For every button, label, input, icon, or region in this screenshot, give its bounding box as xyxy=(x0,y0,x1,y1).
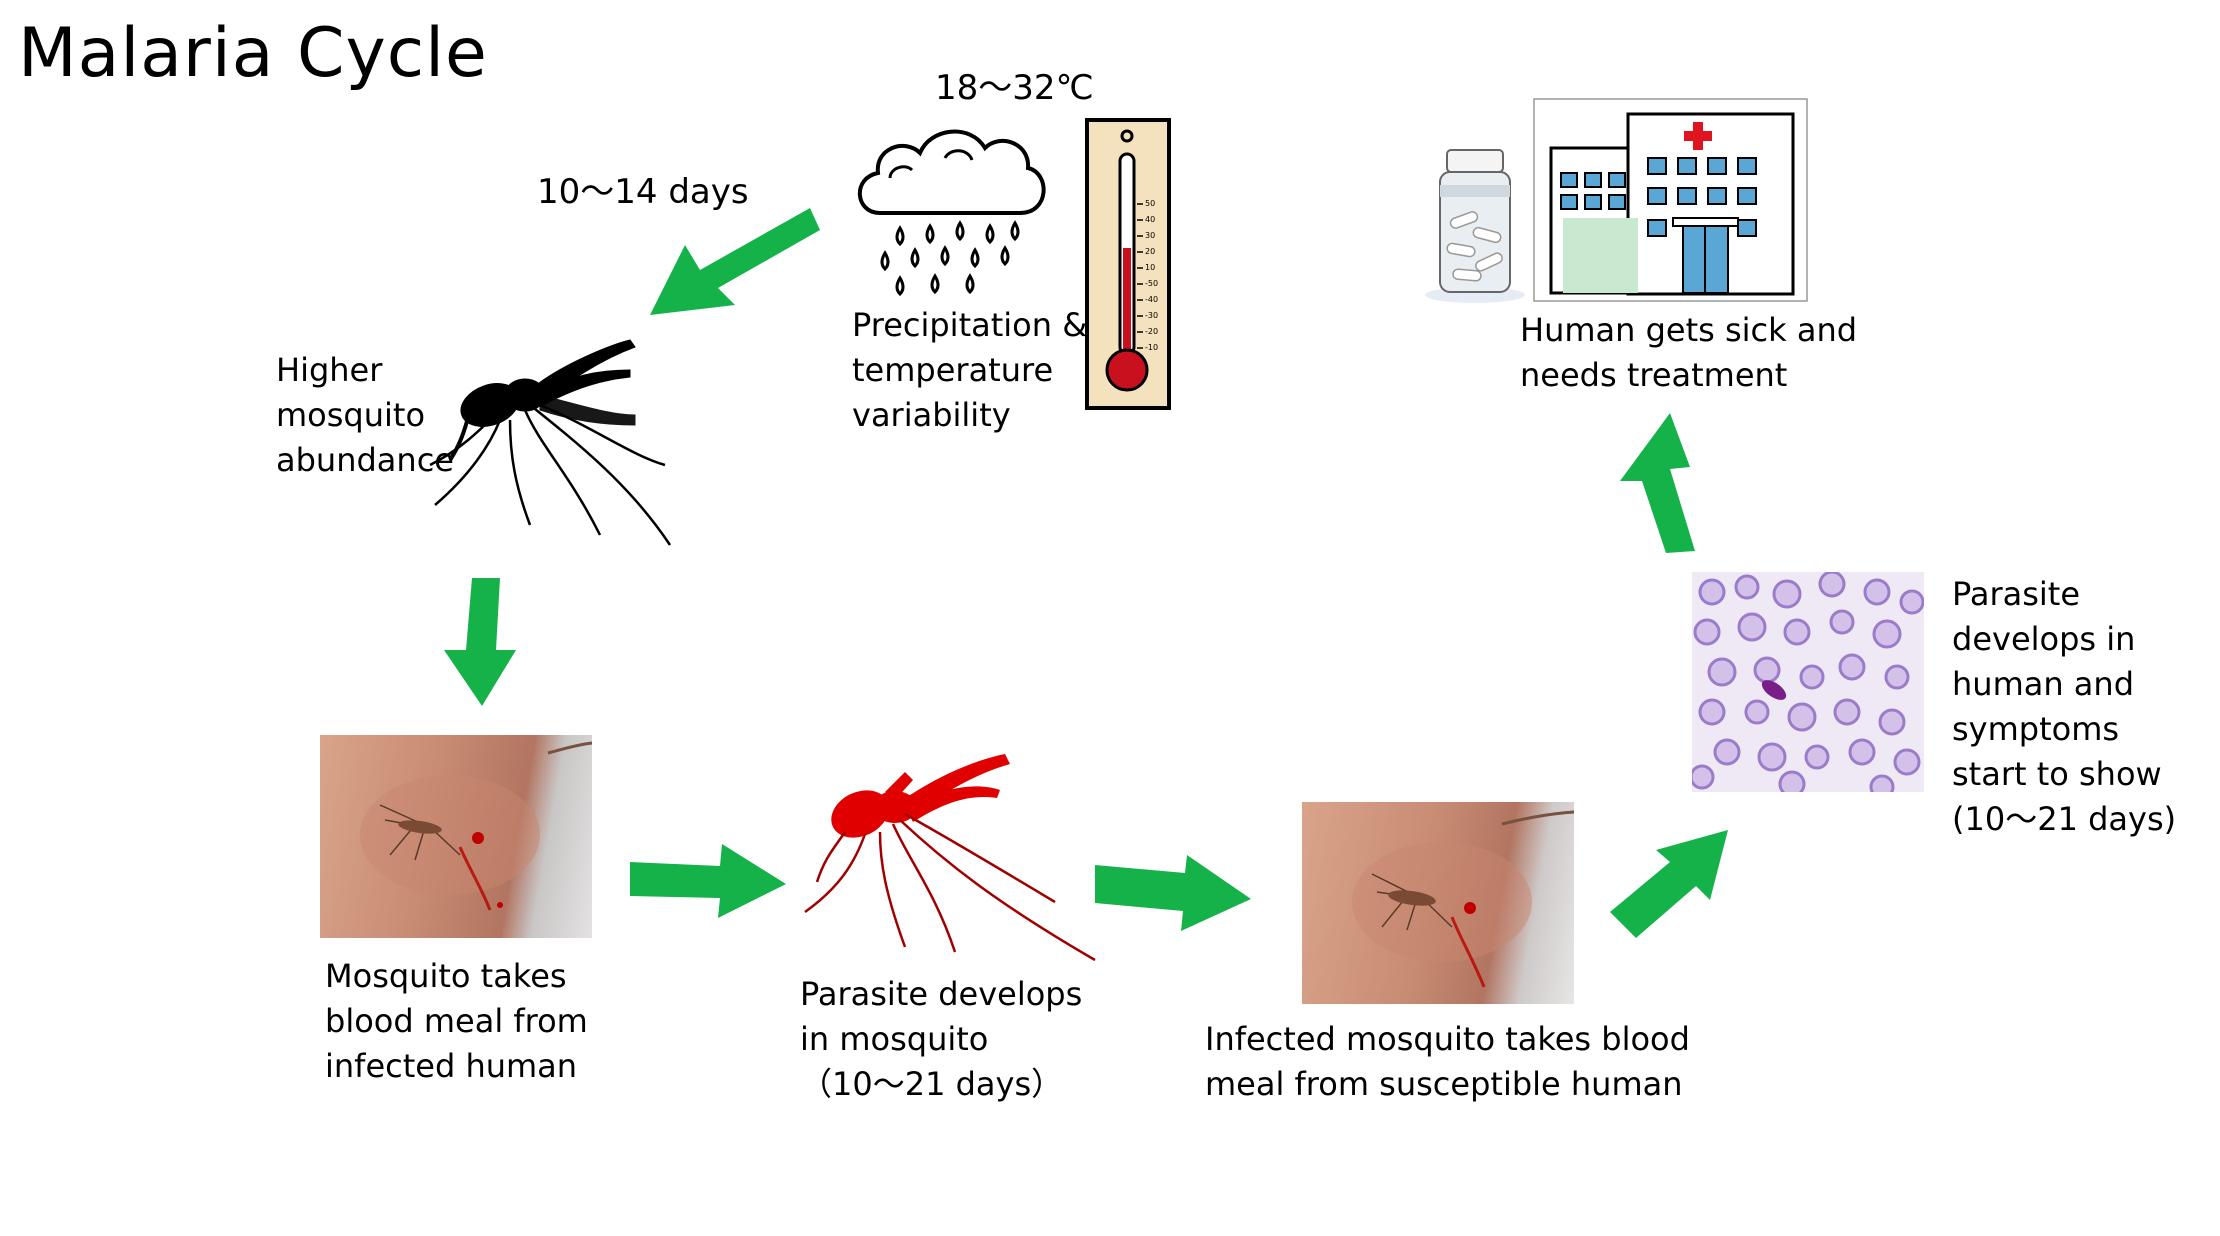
blood-cell xyxy=(1698,578,1726,606)
arrow-bite-to-blood xyxy=(1610,830,1728,938)
blood-cell xyxy=(1753,656,1781,684)
blood-cell xyxy=(1818,572,1846,598)
blood-cell xyxy=(1833,698,1861,726)
blood-cell xyxy=(1878,708,1906,736)
temperature-range-label: 18～32℃ xyxy=(935,68,1094,108)
arrow-climate-to-mosquito xyxy=(650,208,820,315)
blood-cell xyxy=(1772,579,1802,609)
arrow-bite-to-parasite xyxy=(630,844,786,918)
bite-photo-susceptible-human xyxy=(1302,802,1574,1004)
thermometer-tick: 40 xyxy=(1145,215,1155,224)
blood-cell xyxy=(1804,744,1830,770)
blood-cell xyxy=(1734,574,1760,600)
blood-cell xyxy=(1838,653,1866,681)
blood-cell xyxy=(1693,618,1721,646)
mosquito-icon xyxy=(429,339,672,546)
blood-cell xyxy=(1737,612,1767,642)
blood-smear-icon xyxy=(1692,572,1924,792)
thermometer-tick: -10 xyxy=(1145,343,1158,352)
blood-cell xyxy=(1757,742,1787,772)
thermometer-tick: -50 xyxy=(1145,279,1158,288)
blood-cell xyxy=(1744,699,1770,725)
parasite-human-label: Parasite develops in human and symptoms … xyxy=(1952,575,2177,838)
blood-cell xyxy=(1692,764,1715,790)
blood-cell xyxy=(1899,589,1924,615)
thermometer-tick: -20 xyxy=(1145,327,1158,336)
incubation-days-label: 10～14 days xyxy=(537,172,749,212)
blood-cell xyxy=(1707,657,1737,687)
parasite-mosquito-label: Parasite develops in mosquito （10～21 day… xyxy=(800,975,1083,1103)
blood-cell xyxy=(1869,774,1895,792)
blood-cell xyxy=(1783,618,1811,646)
rain-cloud-icon xyxy=(857,129,1046,297)
blood-cell xyxy=(1893,748,1921,776)
blood-cell xyxy=(1787,702,1817,732)
arrow-mosquito-to-bite xyxy=(444,578,516,706)
blood-cell xyxy=(1829,609,1855,635)
thermometer-tick: 20 xyxy=(1145,247,1155,256)
blood-cell xyxy=(1848,738,1876,766)
thermometer-tick: -30 xyxy=(1145,311,1158,320)
parasite-cell xyxy=(1761,680,1787,700)
thermometer-tick: 10 xyxy=(1145,263,1155,272)
diagram-title: Malaria Cycle xyxy=(18,14,488,93)
treatment-label: Human gets sick and needs treatment xyxy=(1520,311,1858,394)
arrow-blood-to-treatment xyxy=(1620,413,1695,553)
arrow-parasite-to-infected-bite xyxy=(1095,855,1251,931)
mosquito-abundance-label: Higher mosquito abundance xyxy=(276,351,454,479)
infected-mosquito-icon xyxy=(804,754,1096,962)
thermometer-tick: -40 xyxy=(1145,295,1158,304)
thermometer-icon: 50 40 30 20 10 -50 -40 -30 -20 -10 xyxy=(1085,118,1171,410)
blood-cell xyxy=(1778,770,1806,792)
thermometer-tick: 30 xyxy=(1145,231,1155,240)
hospital-icon xyxy=(1533,98,1808,302)
blood-cell xyxy=(1863,578,1891,606)
bite-photo-infected-human xyxy=(320,735,592,938)
blood-cell xyxy=(1713,738,1741,766)
thermometer-tick: 50 xyxy=(1145,199,1155,208)
blood-cell xyxy=(1698,698,1726,726)
blood-cell xyxy=(1884,664,1910,690)
bite-infected-label: Mosquito takes blood meal from infected … xyxy=(325,957,588,1085)
blood-cell xyxy=(1872,619,1902,649)
blood-cell xyxy=(1799,664,1825,690)
bite-susceptible-label: Infected mosquito takes blood meal from … xyxy=(1205,1020,1690,1103)
climate-label: Precipitation & temperature variability xyxy=(852,306,1088,434)
medicine-bottle-icon xyxy=(1425,149,1525,303)
